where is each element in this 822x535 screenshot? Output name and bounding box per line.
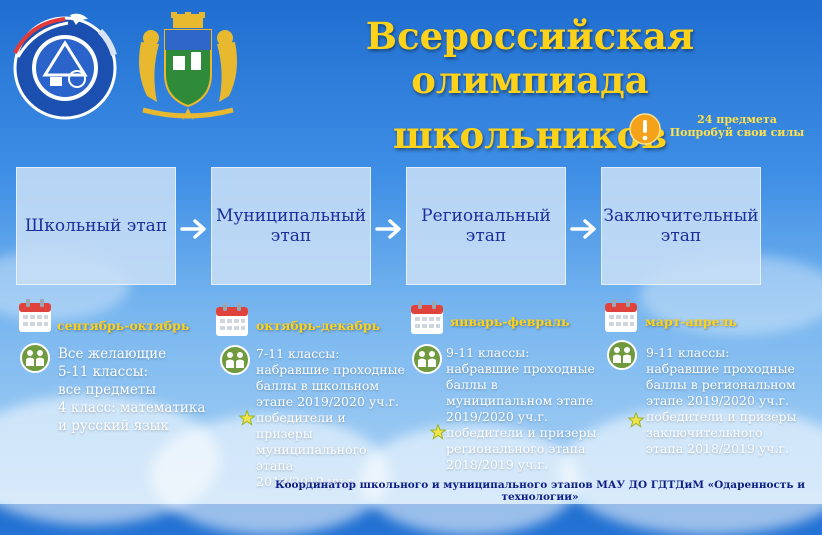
stage-regional-box[interactable]: Региональный этап	[406, 167, 566, 285]
title-line-1: Всероссийская олимпиада	[365, 14, 695, 102]
description-line: и русский язык	[58, 418, 169, 434]
try-your-strength: Попробуй свои силы	[669, 126, 805, 139]
stage-school-label: Школьный этап	[24, 216, 168, 236]
description-line: набравшие проходные	[646, 361, 795, 376]
description-line: все предметы	[58, 382, 157, 398]
people-icon	[607, 340, 637, 370]
description-line: муниципального этапа	[256, 442, 367, 473]
description-line: этапе 2019/2020 уч.г.	[646, 393, 789, 408]
description-line: победители и призеры	[646, 409, 797, 424]
description-line: 2019/2020 уч.г.	[446, 409, 548, 424]
stage-municipal-dates: октябрь-декабрь	[256, 318, 381, 333]
description-line: этапе 2019/2020 уч.г.	[256, 394, 399, 409]
calendar-icon	[19, 299, 51, 332]
description-line: регионального этапа	[446, 441, 586, 456]
description-line: баллы в региональном	[646, 377, 796, 392]
subjects-count: 24 предмета	[697, 113, 777, 126]
calendar-icon	[216, 303, 248, 336]
description-line: 9-11 классы:	[646, 345, 730, 360]
description-line: победители и призеры	[446, 425, 597, 440]
coat-of-arms-icon	[139, 12, 237, 120]
stage-final-box[interactable]: Заключительный этап	[601, 167, 761, 285]
olympiad-emblem-icon	[13, 13, 117, 120]
description-line: 9-11 классы:	[446, 345, 530, 360]
description-line: баллы в школьном	[256, 378, 380, 393]
people-icon	[220, 345, 250, 375]
stage-final-dates: март-апрель	[645, 314, 737, 329]
subjects-badge: 24 предмета Попробуй свои силы	[662, 113, 812, 139]
star-icon	[239, 410, 255, 426]
page-title: Всероссийская олимпиада школьников	[245, 14, 815, 157]
stage-municipal-description: 7-11 классы: набравшие проходные баллы в…	[256, 346, 406, 490]
people-icon	[20, 343, 50, 373]
description-line: 7-11 классы:	[256, 346, 340, 361]
description-line: набравшие проходные	[446, 361, 595, 376]
stage-municipal-box[interactable]: Муниципальный этап	[211, 167, 371, 285]
description-line: победители и призеры	[256, 410, 346, 441]
description-line: Все желающие	[58, 346, 167, 362]
description-line: заключительного	[646, 425, 763, 440]
title-line-2: школьников	[393, 113, 667, 157]
description-line: 2018/2019 уч.г.	[446, 457, 548, 472]
stage-final-description: 9-11 классы: набравшие проходные баллы в…	[646, 345, 814, 457]
stage-school-box[interactable]: Школьный этап	[16, 167, 176, 285]
description-line: 4 класс: математика	[58, 400, 206, 416]
calendar-icon	[411, 301, 443, 334]
description-line: набравшие проходные	[256, 362, 405, 377]
description-line: 2018/2019 уч.г.	[256, 474, 358, 489]
description-line: 5-11 классы:	[58, 364, 149, 380]
coordinator-footer: Координатор школьного и муниципального э…	[275, 479, 805, 503]
description-line: этапа 2018/2019 уч.г.	[646, 441, 790, 456]
description-line: баллы в	[446, 377, 498, 392]
stage-regional-description: 9-11 классы: набравшие проходные баллы в…	[446, 345, 601, 473]
stage-regional-dates: январь-февраль	[450, 314, 570, 329]
description-line: муниципальном этапе	[446, 393, 594, 408]
stage-regional-label: Региональный этап	[421, 206, 551, 246]
stage-school-dates: сентябрь-октябрь	[57, 318, 190, 333]
exclamation-icon	[629, 113, 661, 145]
star-icon	[430, 424, 446, 440]
stage-school-description: Все желающие 5-11 классы: все предметы 4…	[58, 345, 208, 435]
stage-final-label: Заключительный этап	[603, 206, 759, 246]
calendar-icon	[605, 299, 637, 332]
people-icon	[412, 344, 442, 374]
star-icon	[628, 412, 644, 428]
arrow-right-icon	[375, 219, 401, 239]
arrow-right-icon	[180, 219, 206, 239]
arrow-right-icon	[570, 219, 596, 239]
stage-municipal-label: Муниципальный этап	[215, 206, 367, 246]
